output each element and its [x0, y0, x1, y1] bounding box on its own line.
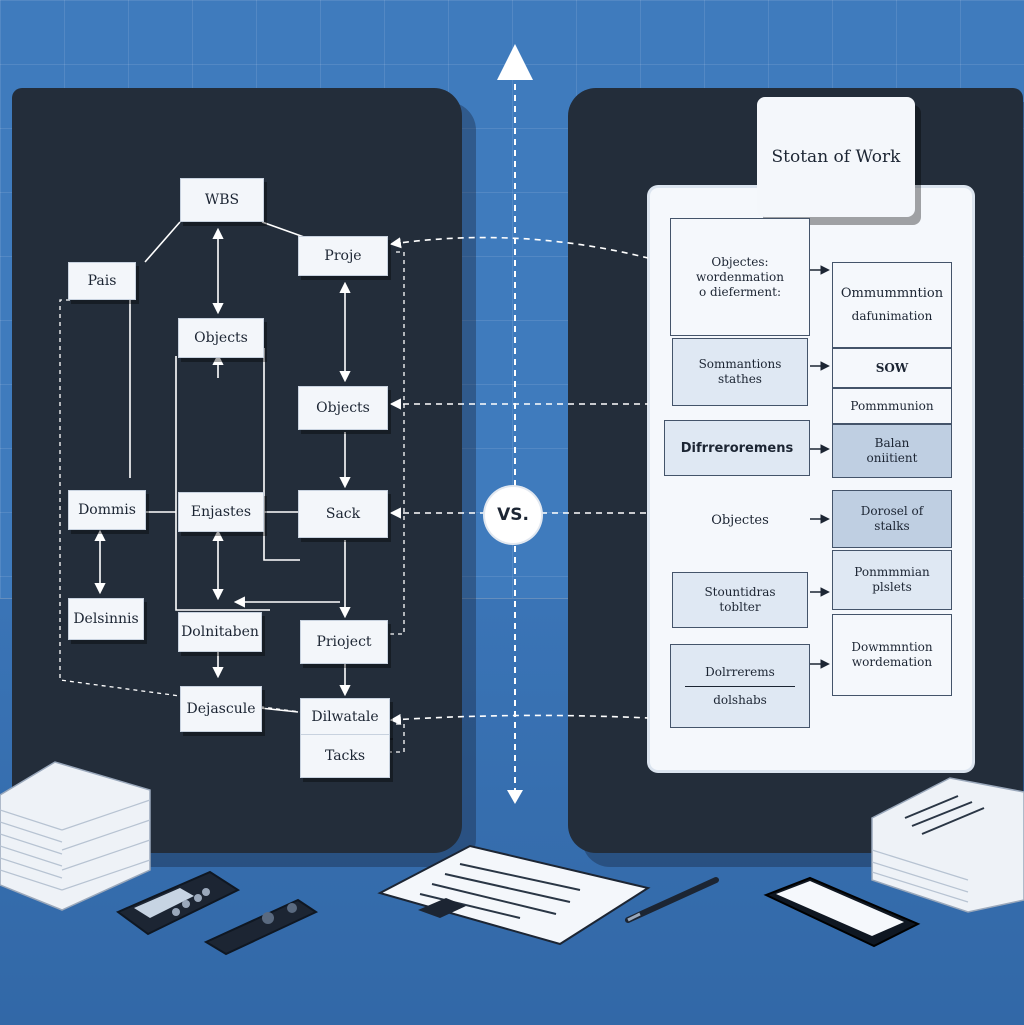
- sow-card-stountidras: Stountidras toblter: [672, 572, 808, 628]
- sow-card-sommantions: Sommantions stathes: [672, 338, 808, 406]
- card-line: Difrreroremens: [680, 440, 794, 456]
- sow-title: Stotan of Work: [771, 147, 901, 167]
- card-line: Ommummntion: [840, 286, 944, 301]
- wbs-node-dommis: Dommis: [68, 490, 146, 530]
- card-line: stathes: [718, 372, 762, 386]
- card-line: Dowmmntion: [851, 640, 933, 654]
- card-line: Objectes: [711, 512, 769, 528]
- card-line: Balan: [874, 436, 910, 450]
- sow-title-card: Stotan of Work: [757, 97, 915, 217]
- sow-card-pommmunion: Pommmunion: [832, 388, 952, 424]
- wbs-node-proje: Proje: [298, 236, 388, 276]
- sow-card-dorosel: Dorosel of stalks: [832, 490, 952, 548]
- wbs-node-dolnitaben: Dolnitaben: [178, 612, 262, 652]
- card-line: dafunimation: [851, 309, 933, 323]
- card-divider: [685, 685, 795, 687]
- card-line: wordenmation: [696, 269, 784, 284]
- wbs-node-pais: Pais: [68, 262, 136, 300]
- sow-card-differences: Difrreroremens: [664, 420, 810, 476]
- sow-card-dolrrerems: Dolrrerems dolshabs: [670, 644, 810, 728]
- card-line: SOW: [875, 360, 909, 375]
- wbs-node-tacks: Tacks: [300, 734, 390, 778]
- card-line: toblter: [719, 600, 761, 614]
- card-line: stalks: [874, 519, 910, 533]
- card-line: Ponmmmian: [854, 565, 930, 579]
- wbs-node-dejascule: Dejascule: [180, 686, 262, 732]
- up-arrow-icon: [497, 44, 533, 80]
- card-line: Pommmunion: [850, 398, 934, 413]
- wbs-node-dilwatale: Dilwatale: [300, 698, 390, 736]
- sow-card-balan: Balan oniitient: [832, 424, 952, 478]
- versus-badge: VS.: [485, 487, 541, 543]
- sow-card-ponmmmian: Ponmmmian plslets: [832, 550, 952, 610]
- wbs-node-objects-right: Objects: [298, 386, 388, 430]
- card-line: o dieferment:: [698, 284, 781, 299]
- card-line: Dolrrerems: [705, 664, 775, 679]
- card-line: Stountidras: [704, 585, 776, 599]
- wbs-node-enjastes: Enjastes: [178, 492, 264, 532]
- card-line: plslets: [872, 580, 912, 594]
- card-line: dolshabs: [713, 692, 767, 707]
- card-line: Dorosel of: [860, 504, 924, 518]
- card-line: wordemation: [851, 655, 933, 669]
- sow-card-objectives: Objectes: wordenmation o dieferment:: [670, 218, 810, 336]
- wbs-node-sack: Sack: [298, 490, 388, 538]
- wbs-node-delsinnis: Delsinnis: [68, 598, 144, 640]
- wbs-node-prioject: Prioject: [300, 620, 388, 664]
- card-line: Sommantions: [698, 357, 782, 371]
- card-line: oniitient: [866, 451, 918, 465]
- card-line: Objectes:: [711, 254, 769, 269]
- wbs-root-node: WBS: [180, 178, 264, 222]
- wbs-node-objects-center: Objects: [178, 318, 264, 358]
- sow-card-dowmmntion: Dowmmntion wordemation: [832, 614, 952, 696]
- sow-card-sow: SOW: [832, 348, 952, 388]
- sow-card-ommummntion: Ommummntion dafunimation: [832, 262, 952, 348]
- sow-card-objectes: Objectes: [670, 496, 810, 544]
